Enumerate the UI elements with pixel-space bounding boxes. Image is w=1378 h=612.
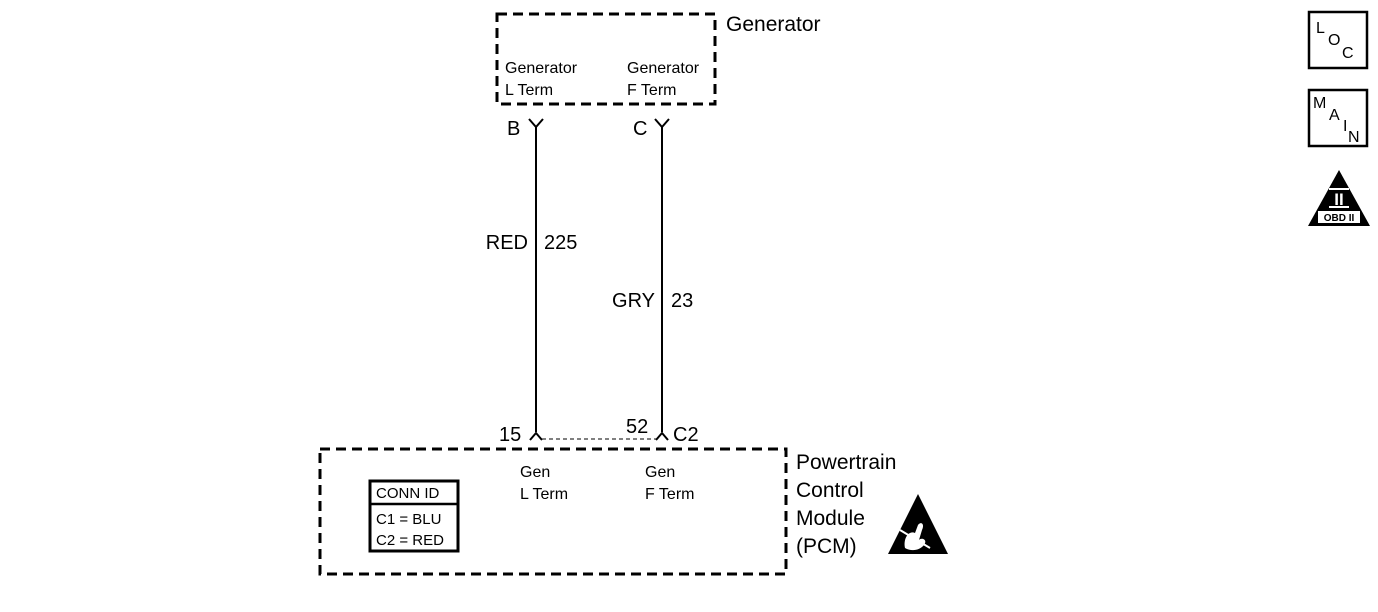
- wire-gry-23: GRY 23: [612, 127, 693, 432]
- pcm-title-line3: Module: [796, 507, 865, 530]
- loc-letter-1: L: [1316, 20, 1325, 37]
- loc-badge: L O C: [1307, 10, 1369, 70]
- pcm-title-line1: Powertrain: [796, 451, 896, 474]
- conn-id-row-2: C2 = RED: [376, 532, 444, 549]
- pcm-pin-15: 15: [499, 424, 521, 446]
- generator-terminal-f-line2: F Term: [627, 82, 676, 99]
- conn-id-border: [368, 479, 460, 553]
- pcm-pin-52-connector: [655, 431, 669, 441]
- loc-badge-border: [1307, 10, 1369, 70]
- generator-pin-b: B: [507, 118, 520, 140]
- pcm-pin-52: 52: [626, 416, 648, 438]
- obd-numeral: II: [1334, 190, 1343, 209]
- pcm-box: [318, 447, 788, 576]
- main-letter-3: I: [1343, 118, 1347, 135]
- conn-id-header: CONN ID: [376, 485, 440, 502]
- main-badge-border: [1307, 88, 1369, 148]
- obd-label: OBD II: [1324, 213, 1355, 224]
- pcm-terminal-f-line1: Gen: [645, 464, 675, 481]
- loc-letter-3: C: [1342, 45, 1354, 62]
- generator-box: [495, 12, 717, 106]
- main-badge: M A I N: [1307, 88, 1369, 148]
- pcm-connector-c2: C2: [673, 424, 699, 446]
- generator-pin-c-connector: [654, 118, 670, 129]
- conn-id-row-1: C1 = BLU: [376, 511, 441, 528]
- generator-component: Generator Generator L Term Generator F T…: [495, 12, 821, 140]
- wire-color-label: GRY: [612, 290, 655, 312]
- loc-letter-2: O: [1328, 32, 1340, 49]
- wire-color-label: RED: [486, 232, 528, 254]
- pcm-component: 15 52 C2 Gen L Term Gen F Term Powertrai…: [318, 416, 948, 576]
- generator-terminal-f-line1: Generator: [627, 60, 700, 77]
- esd-warning-icon: [888, 494, 948, 554]
- wire-red-225: RED 225: [486, 127, 577, 432]
- main-letter-1: M: [1313, 95, 1326, 112]
- conn-id-table: CONN ID C1 = BLU C2 = RED: [368, 479, 460, 553]
- generator-terminal-l-line2: L Term: [505, 82, 553, 99]
- main-letter-2: A: [1329, 107, 1340, 124]
- generator-pin-b-connector: [528, 118, 544, 129]
- wire-circuit-label: 23: [671, 290, 693, 312]
- pcm-terminal-l-line1: Gen: [520, 464, 550, 481]
- pcm-terminal-f-line2: F Term: [645, 486, 694, 503]
- pcm-pin-15-connector: [529, 431, 543, 441]
- pcm-terminal-l-line2: L Term: [520, 486, 568, 503]
- obd-ii-icon: II OBD II: [1308, 170, 1370, 226]
- main-letter-4: N: [1348, 129, 1360, 146]
- generator-pin-c: C: [633, 118, 647, 140]
- generator-title: Generator: [726, 13, 821, 36]
- wire-circuit-label: 225: [544, 232, 577, 254]
- generator-terminal-l-line1: Generator: [505, 60, 578, 77]
- pcm-title-line4: (PCM): [796, 535, 857, 558]
- pcm-title-line2: Control: [796, 479, 864, 502]
